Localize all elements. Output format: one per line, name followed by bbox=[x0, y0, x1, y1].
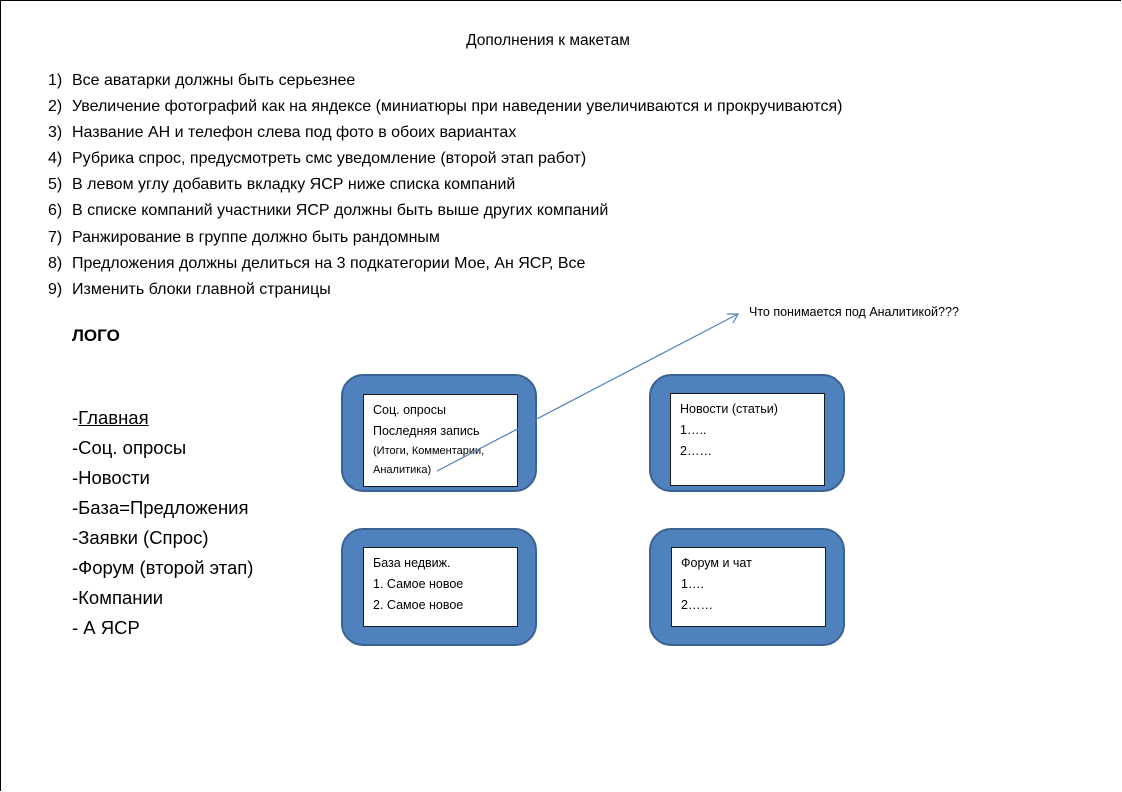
menu-link-main[interactable]: Главная bbox=[78, 407, 149, 428]
block-polls-note: (Итоги, Комментарии, bbox=[373, 445, 485, 457]
block-polls: Соц. опросы Последняя запись (Итоги, Ком… bbox=[341, 374, 537, 492]
annotation-note: Что понимается под Аналитикой??? bbox=[749, 305, 959, 319]
menu-item-news[interactable]: -Новости bbox=[72, 467, 150, 488]
item-text: Увеличение фотографий как на яндексе (ми… bbox=[72, 98, 843, 116]
block-base-item: 1. Самое новое bbox=[373, 577, 464, 591]
block-base-content: База недвиж. 1. Самое новое 2. Самое нов… bbox=[363, 547, 518, 627]
list-item: 9) Изменить блоки главной страницы bbox=[48, 279, 842, 305]
item-number: 2) bbox=[48, 98, 63, 116]
menu-item-asr[interactable]: - А ЯСР bbox=[72, 617, 140, 638]
list-item: 1) Все аватарки должны быть серьезнее bbox=[48, 70, 842, 96]
item-text: Предложения должны делиться на 3 подкате… bbox=[72, 254, 586, 272]
block-forum: Форум и чат 1…. 2…… bbox=[649, 528, 845, 646]
block-polls-title: Соц. опросы bbox=[373, 403, 446, 417]
menu-item-requests[interactable]: -Заявки (Спрос) bbox=[72, 527, 209, 548]
menu-item-base[interactable]: -База=Предложения bbox=[72, 497, 249, 518]
block-base: База недвиж. 1. Самое новое 2. Самое нов… bbox=[341, 528, 537, 646]
block-news-item: 2…… bbox=[680, 444, 712, 458]
block-forum-title: Форум и чат bbox=[681, 556, 752, 570]
list-item: 6) В списке компаний участники ЯСР должны… bbox=[48, 200, 842, 226]
list-item: 4) Рубрика спрос, предусмотреть смс уведо… bbox=[48, 148, 842, 174]
list-item: 5) В левом углу добавить вкладку ЯСР ниже… bbox=[48, 174, 842, 200]
item-text: В левом углу добавить вкладку ЯСР ниже с… bbox=[72, 176, 516, 194]
item-number: 5) bbox=[48, 176, 63, 194]
block-forum-item: 2…… bbox=[681, 598, 713, 612]
block-news-content: Новости (статьи) 1….. 2…… bbox=[670, 393, 825, 486]
block-polls-subtitle: Последняя запись bbox=[373, 424, 480, 438]
item-number: 3) bbox=[48, 124, 63, 142]
menu-dash: - bbox=[72, 407, 79, 428]
item-number: 4) bbox=[48, 150, 63, 168]
list-item: 3) Название АН и телефон слева под фото в… bbox=[48, 122, 842, 148]
item-text: Изменить блоки главной страницы bbox=[72, 280, 331, 298]
menu-item-main[interactable]: -Главная bbox=[72, 406, 253, 436]
logo-placeholder: ЛОГО bbox=[72, 326, 120, 345]
item-number: 1) bbox=[48, 72, 63, 89]
block-forum-item: 1…. bbox=[681, 577, 704, 591]
document-title: Дополнения к макетам bbox=[466, 32, 630, 49]
block-polls-note-2: Аналитика) bbox=[373, 464, 432, 476]
item-number: 8) bbox=[48, 254, 63, 272]
block-news-title: Новости (статьи) bbox=[680, 402, 778, 416]
item-text: Ранжирование в группе должно быть рандом… bbox=[72, 228, 440, 246]
block-news-item: 1….. bbox=[680, 423, 707, 437]
block-polls-content: Соц. опросы Последняя запись (Итоги, Ком… bbox=[363, 394, 518, 487]
block-news: Новости (статьи) 1….. 2…… bbox=[649, 374, 845, 492]
numbered-list: 1) Все аватарки должны быть серьезнее 2) У… bbox=[48, 70, 842, 305]
block-base-item: 2. Самое новое bbox=[373, 598, 464, 612]
block-forum-content: Форум и чат 1…. 2…… bbox=[671, 547, 826, 627]
item-number: 7) bbox=[48, 228, 63, 246]
item-number: 9) bbox=[48, 280, 63, 298]
site-menu: -Главная -Соц. опросы -Новости -База=Пре… bbox=[72, 406, 253, 646]
list-item: 2) Увеличение фотографий как на яндексе (… bbox=[48, 96, 842, 122]
item-text: Название АН и телефон слева под фото в о… bbox=[72, 124, 517, 142]
block-base-title: База недвиж. bbox=[373, 556, 451, 570]
item-text: Рубрика спрос, предусмотреть смс уведомл… bbox=[72, 150, 587, 168]
list-item: 8) Предложения должны делиться на 3 подка… bbox=[48, 253, 842, 279]
menu-item-forum[interactable]: -Форум (второй этап) bbox=[72, 557, 254, 578]
menu-item-companies[interactable]: -Компании bbox=[72, 587, 164, 608]
item-text: В списке компаний участники ЯСР должны б… bbox=[72, 202, 609, 220]
item-number: 6) bbox=[48, 202, 63, 220]
item-text: Все аватарки должны быть серьезнее bbox=[72, 72, 356, 89]
list-item: 7) Ранжирование в группе должно быть ранд… bbox=[48, 227, 842, 253]
menu-item-polls[interactable]: -Соц. опросы bbox=[72, 437, 187, 458]
